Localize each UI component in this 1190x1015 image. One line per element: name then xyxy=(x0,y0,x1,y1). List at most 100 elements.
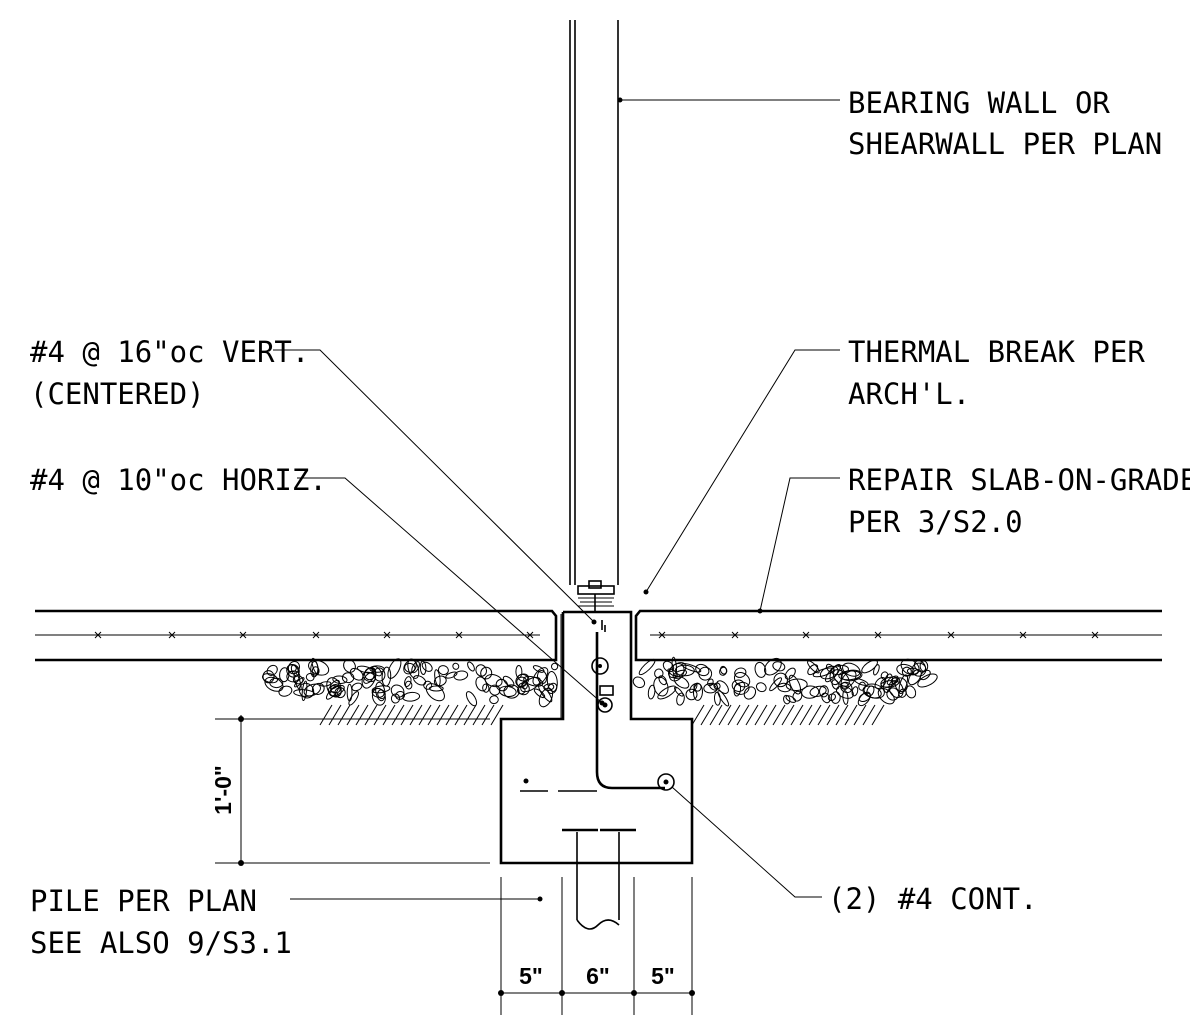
gravel-stone xyxy=(898,674,909,695)
gravel-stone xyxy=(733,671,751,688)
gravel-stone xyxy=(905,685,917,699)
gravel-stone xyxy=(404,676,412,688)
continuous-bars xyxy=(520,773,675,792)
gravel-stone xyxy=(371,687,385,698)
gravel-stone xyxy=(390,684,405,698)
pile-label-line2: SEE ALSO 9/S3.1 xyxy=(30,926,292,960)
gravel-stone xyxy=(842,662,861,677)
gravel-stone xyxy=(863,683,885,699)
gravel-stone xyxy=(538,687,554,708)
gravel-stone xyxy=(298,682,315,699)
mesh-x-marker xyxy=(526,631,534,639)
soil-hatch-line xyxy=(481,704,495,726)
gravel-stone xyxy=(434,669,441,687)
gravel-stone xyxy=(908,669,922,686)
bearing-wall xyxy=(569,20,619,585)
gravel-stone xyxy=(377,689,386,700)
gravel-stone xyxy=(413,675,427,686)
soil-hatch-line xyxy=(808,704,822,726)
mesh-x-marker xyxy=(168,631,176,639)
gravel-stone xyxy=(858,681,866,691)
mesh-x-marker xyxy=(94,631,102,639)
vert-rebar-label-line2: (CENTERED) xyxy=(30,377,205,411)
gravel-stone xyxy=(319,681,332,687)
gravel-stone xyxy=(662,660,675,673)
bearing-wall-label-line1: BEARING WALL OR xyxy=(848,86,1110,120)
gravel-stone xyxy=(734,667,747,678)
gravel-stone xyxy=(716,680,729,694)
slab-on-grade-left xyxy=(35,609,558,662)
gravel-stone xyxy=(395,690,406,700)
gravel-stone xyxy=(421,661,433,672)
gravel-stone xyxy=(827,693,836,702)
gravel-stone xyxy=(866,685,875,697)
gravel-stone xyxy=(667,668,678,677)
gravel-stone xyxy=(517,682,530,696)
soil-hatch-line xyxy=(400,704,414,726)
gravel-stone xyxy=(689,683,698,693)
gravel-stone xyxy=(785,678,808,692)
gravel-stone xyxy=(840,669,863,682)
soil-hatch-line xyxy=(826,704,840,726)
gravel-stone xyxy=(824,663,842,683)
soil-hatch-line xyxy=(799,704,813,726)
pile xyxy=(562,828,636,930)
gravel-stone xyxy=(851,686,859,697)
soil-hatch-line xyxy=(691,704,705,726)
gravel-stone xyxy=(719,666,728,676)
mesh-x-marker xyxy=(1019,631,1027,639)
gravel-stone xyxy=(676,692,685,706)
gravel-stone xyxy=(838,670,862,681)
soil-hatch-line xyxy=(835,704,849,726)
gravel-stone xyxy=(517,673,529,682)
mesh-x-marker xyxy=(455,631,463,639)
gravel-stone xyxy=(465,691,478,707)
soil-hatch xyxy=(319,704,885,726)
gravel-stone xyxy=(402,691,421,702)
gravel-stone xyxy=(264,676,284,692)
gravel-stone xyxy=(754,661,767,678)
gravel-stone xyxy=(369,665,385,673)
gravel-stone xyxy=(293,672,302,691)
pile-label-line1: PILE PER PLAN xyxy=(30,884,257,918)
gravel-stone xyxy=(348,691,360,706)
gravel-stone xyxy=(743,686,757,700)
slab-on-grade-right xyxy=(634,609,1162,662)
gravel-stone xyxy=(520,676,541,693)
mesh-x-marker xyxy=(658,631,666,639)
soil-hatch-line xyxy=(463,704,477,726)
gravel-stone xyxy=(308,659,330,676)
mesh-x-marker xyxy=(239,631,247,639)
gravel-stone xyxy=(733,682,742,697)
gravel-stone xyxy=(874,676,887,690)
gravel-stone xyxy=(695,663,710,677)
gravel-stone xyxy=(445,671,458,679)
anchor-bolt xyxy=(577,580,615,612)
gravel-stone xyxy=(498,685,517,697)
gravel-stone xyxy=(428,685,444,692)
soil-hatch-line xyxy=(727,704,741,726)
gravel-base xyxy=(262,656,938,708)
gravel-stone xyxy=(880,671,889,680)
gravel-stone xyxy=(792,690,803,702)
gravel-stone xyxy=(550,662,559,671)
wire-mesh-right xyxy=(650,631,1162,639)
gravel-stone xyxy=(452,662,460,670)
gravel-stone xyxy=(647,684,656,700)
gravel-stone xyxy=(404,680,413,690)
soil-hatch-line xyxy=(781,704,795,726)
soil-hatch-line xyxy=(871,704,885,726)
gravel-stone xyxy=(821,692,831,704)
gravel-stone xyxy=(886,675,899,686)
gravel-stone xyxy=(632,676,646,689)
soil-hatch-line xyxy=(373,704,387,726)
gravel-stone xyxy=(286,670,301,683)
thermal-break-label-line2: ARCH'L. xyxy=(848,377,970,411)
soil-hatch-line xyxy=(328,704,342,726)
soil-hatch-line xyxy=(445,704,459,726)
soil-hatch-line xyxy=(319,704,333,726)
gravel-stone xyxy=(467,661,475,672)
footing-depth-dimension: 1'-0" xyxy=(210,765,236,815)
width-dimension xyxy=(498,877,695,1015)
